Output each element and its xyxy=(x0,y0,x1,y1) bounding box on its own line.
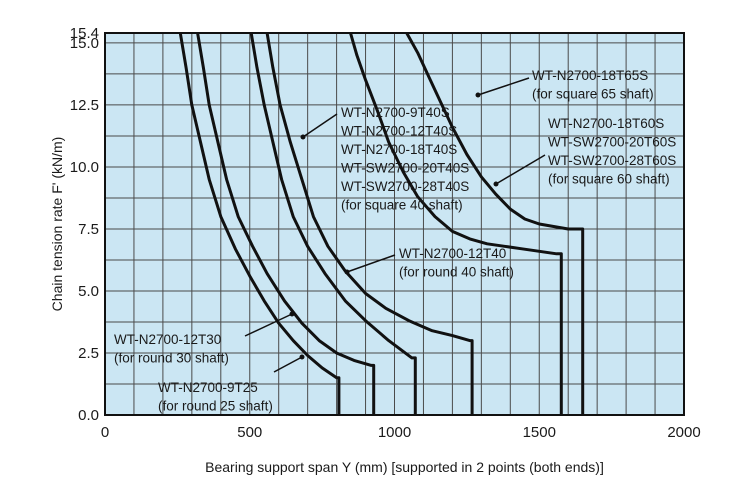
y-tick-label: 12.5 xyxy=(70,97,99,114)
annotation-leader-line xyxy=(495,154,546,185)
annotation-text: WT-N2700-12T30 xyxy=(114,332,221,347)
annotation-text: WT-N2700-12T40 xyxy=(399,246,506,261)
plot-frame xyxy=(104,32,685,416)
annotation-text: WT-N2700-18T60S xyxy=(548,116,664,131)
annotations: WT-N2700-18T65S (for square 65 shaft) WT-N… xyxy=(114,68,676,414)
annotation-text: (for round 25 shaft) xyxy=(158,399,273,414)
annotation-arrowhead xyxy=(493,181,499,187)
annotation-arrowhead xyxy=(475,92,481,98)
annotation-text: WT-N2700-12T40S xyxy=(341,124,457,139)
annotation-leader-line xyxy=(346,254,396,273)
y-tick-label: 15.0 xyxy=(70,35,99,52)
y-tick-label: 7.5 xyxy=(78,221,99,238)
annotation-arrowhead xyxy=(300,134,306,140)
series-line-0 xyxy=(178,32,341,415)
series-line-1 xyxy=(196,32,376,415)
annotation-leader-line xyxy=(244,313,293,337)
tick-labels: 0 500 1000 1500 2000 0.0 2.5 5.0 7.5 10.0 12.5 15.0… xyxy=(70,25,701,441)
annotation-text: WT-N2700-9T25 xyxy=(158,380,258,395)
y-tick-label: 15.4 xyxy=(70,25,99,42)
x-tick-label: 0 xyxy=(101,424,109,441)
y-tick-label: 10.0 xyxy=(70,159,99,176)
y-tick-label: 2.5 xyxy=(78,345,99,362)
x-tick-label: 500 xyxy=(237,424,262,441)
annotation-leader-line xyxy=(302,113,338,138)
y-axis-label: Chain tension rate F' (kN/m) xyxy=(49,137,65,312)
annotation-text: WT-SW2700-20T60S xyxy=(548,135,676,150)
series-line-5 xyxy=(405,32,585,415)
annotation-leader-line xyxy=(477,77,530,96)
annotation-text: (for round 30 shaft) xyxy=(114,351,229,366)
annotation-text: WT-SW2700-28T40S xyxy=(341,179,469,194)
annotation-text: WT-SW2700-28T60S xyxy=(548,153,676,168)
x-tick-label: 1500 xyxy=(523,424,556,441)
annotation-text: WT-SW2700-20T40S xyxy=(341,161,469,176)
y-tick-label: 0.0 xyxy=(78,407,99,424)
annotation-arrowhead xyxy=(299,354,305,360)
x-tick-label: 1000 xyxy=(378,424,411,441)
annotation-arrowhead xyxy=(289,311,295,317)
x-axis-label: Bearing support span Y (mm) [supported i… xyxy=(205,459,604,475)
series-layer xyxy=(178,32,585,415)
annotation-text: WT-N2700-18T40S xyxy=(341,142,457,157)
series-line-2 xyxy=(249,32,417,415)
annotation-leader-line xyxy=(273,356,303,373)
series-line-4 xyxy=(349,32,563,415)
annotation-arrowhead xyxy=(344,269,350,275)
x-tick-label: 2000 xyxy=(667,424,700,441)
y-tick-label: 5.0 xyxy=(78,283,99,300)
annotation-text: (for square 60 shaft) xyxy=(548,172,670,187)
annotation-text: (for square 65 shaft) xyxy=(532,87,654,102)
annotation-text: WT-N2700-9T40S xyxy=(341,105,450,120)
annotation-text: WT-N2700-18T65S xyxy=(532,68,648,83)
annotation-text: (for square 40 shaft) xyxy=(341,198,463,213)
annotation-text: (for round 40 shaft) xyxy=(399,265,514,280)
series-line-3 xyxy=(265,32,474,415)
